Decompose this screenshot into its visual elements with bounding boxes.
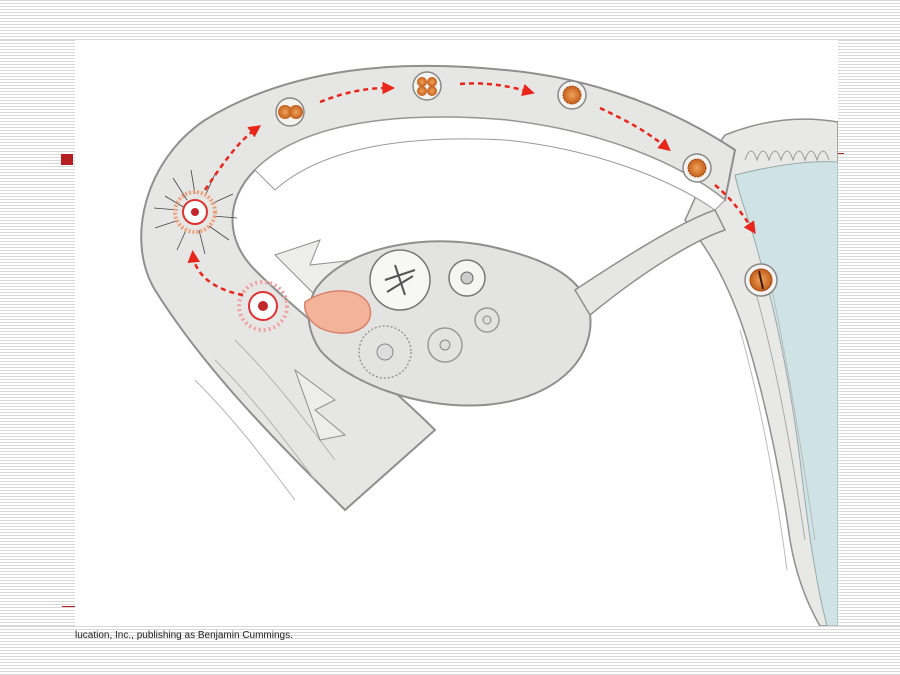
- slide-rule: [62, 606, 78, 607]
- transport-arrows: [187, 81, 756, 297]
- ovulated-oocyte: [237, 280, 289, 332]
- slide-tick: [838, 153, 844, 154]
- illustration-svg: [140, 64, 838, 626]
- fertilization-illustration: [75, 40, 838, 626]
- copyright-credit: lucation, Inc., publishing as Benjamin C…: [75, 630, 293, 641]
- four-cell-embryo: [412, 71, 442, 101]
- ovary: [303, 209, 727, 407]
- background-stripes-top: [0, 0, 900, 40]
- oviduct: [140, 64, 737, 512]
- fertilized-oocyte: [153, 169, 238, 255]
- blastocyst-implanting: [744, 263, 778, 297]
- morula-early: [557, 80, 587, 110]
- uterus: [684, 118, 838, 626]
- morula: [682, 153, 712, 183]
- slide-bullet: [61, 154, 73, 165]
- background-stripes-bottom: [0, 626, 900, 675]
- background-stripes-right: [838, 40, 900, 626]
- two-cell-embryo: [275, 97, 305, 127]
- background-stripes-left: [0, 40, 75, 626]
